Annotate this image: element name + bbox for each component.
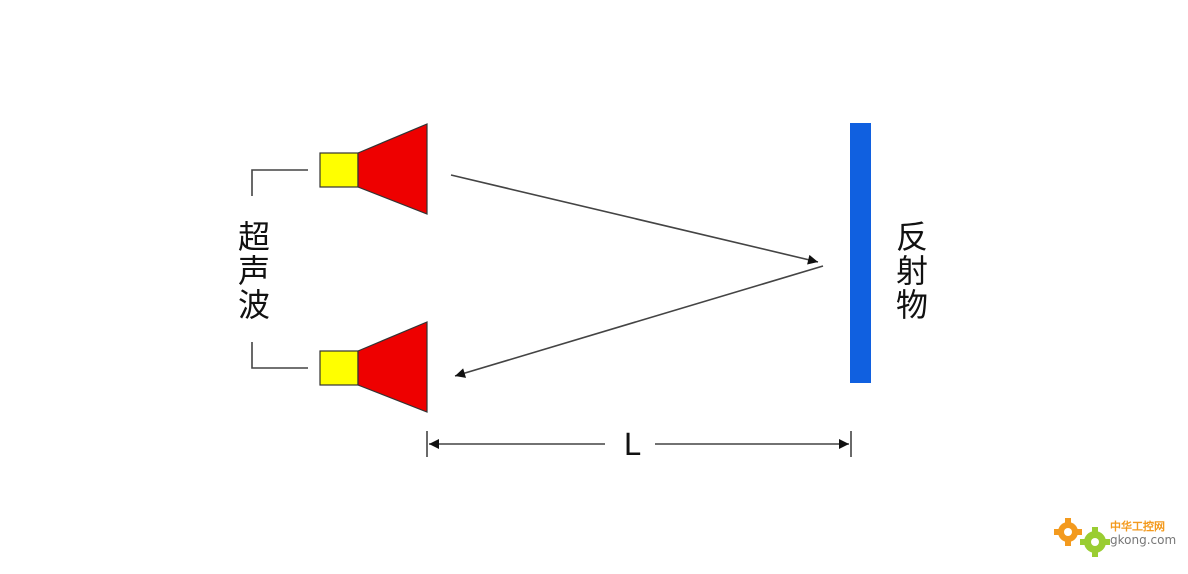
reflected-wave-arrow <box>454 265 824 378</box>
ultrasonic-label-char-1: 超 <box>238 218 270 256</box>
reflector-label-char-2: 射 <box>896 252 928 290</box>
watermark-logo: 中华工控网 gkong.com <box>1054 518 1176 557</box>
transmitter-base <box>319 152 359 188</box>
bracket-top <box>251 169 308 196</box>
distance-dimension: L <box>426 428 852 463</box>
distance-label: L <box>624 428 641 463</box>
ultrasonic-label-char-2: 声 <box>238 252 270 290</box>
gear-icon-secondary <box>1080 527 1110 557</box>
transmitter-cone <box>357 123 428 215</box>
receiver-horn-icon <box>319 321 428 413</box>
reflector-bar <box>850 123 871 383</box>
receiver-cone <box>357 321 428 413</box>
reflector-label-char-3: 物 <box>896 286 928 324</box>
gear-icon <box>1054 518 1082 546</box>
outgoing-wave-arrow <box>450 174 819 265</box>
watermark-site: gkong.com <box>1110 533 1176 547</box>
ultrasonic-label-char-3: 波 <box>238 286 270 324</box>
receiver-base <box>319 350 359 386</box>
transmitter-horn-icon <box>319 123 428 215</box>
reflector-label-char-1: 反 <box>896 218 928 256</box>
bracket-bottom <box>251 342 308 369</box>
watermark-brand: 中华工控网 <box>1110 519 1165 533</box>
